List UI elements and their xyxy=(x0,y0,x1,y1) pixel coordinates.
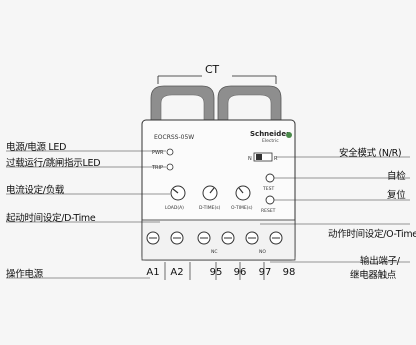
mode-r-label: R xyxy=(274,156,278,162)
led-trip-icon xyxy=(166,163,174,171)
led-pwr-icon xyxy=(166,148,174,156)
leader-lines-right xyxy=(260,156,410,263)
label-current-load: 电流设定/负载 xyxy=(6,185,65,196)
label-output-2: 继电器触点 xyxy=(350,270,397,281)
ct-ring-left xyxy=(150,85,215,121)
terminal-no-label: NO xyxy=(259,249,266,255)
label-reset: 复位 xyxy=(387,190,406,201)
dial-load: LOAD(A) xyxy=(165,185,186,211)
mode-switch-knob xyxy=(256,154,262,160)
brand-sub-text: Electric xyxy=(262,138,279,144)
label-output-1: 输出端子/ xyxy=(360,256,400,267)
ct-label: CT xyxy=(205,63,219,76)
label-power-led: 电源/电源 LED xyxy=(6,142,67,153)
label-overload-led: 过载运行/跳闸指示LED xyxy=(6,158,101,169)
svg-text:D-TIME(s): D-TIME(s) xyxy=(199,205,221,211)
terminal-label-98: 98 xyxy=(282,267,296,278)
reset-label: RESET xyxy=(261,208,276,214)
label-safe-mode: 安全模式 (N/R) xyxy=(339,148,402,159)
svg-text:LOAD(A): LOAD(A) xyxy=(165,205,184,211)
mode-switch xyxy=(253,152,273,162)
dial-dtime: D-TIME(s) xyxy=(199,185,221,211)
leader-lines-left xyxy=(6,150,170,279)
label-self-test: 自检 xyxy=(387,171,406,182)
led-trip-label: TRIP xyxy=(151,165,163,171)
ct-ring-right xyxy=(217,85,282,121)
mode-n-label: N xyxy=(248,156,252,162)
brand-text: Schneider xyxy=(250,130,290,138)
terminal-nc-label: NC xyxy=(211,249,218,255)
ct-bracket xyxy=(157,75,277,84)
brand-logo-icon xyxy=(286,132,292,138)
svg-text:O-TIME(s): O-TIME(s) xyxy=(231,205,253,211)
label-action-time: 动作时间设定/O-Time xyxy=(328,229,416,240)
led-pwr-label: PWR xyxy=(152,150,164,156)
test-button xyxy=(265,173,275,183)
test-label: TEST xyxy=(262,186,274,192)
terminal-label-97: 97 xyxy=(258,267,272,278)
label-supply: 操作电源 xyxy=(6,269,43,280)
terminal-label-a2: A2 xyxy=(170,267,184,278)
terminal-label-a1: A1 xyxy=(146,267,160,278)
reset-button xyxy=(265,195,275,205)
model-text: EOCRSS-05W xyxy=(154,134,194,141)
label-start-time: 起动时间设定/D-Time xyxy=(6,213,96,224)
dial-otime: O-TIME(s) xyxy=(231,185,253,211)
terminal-block xyxy=(141,219,296,261)
